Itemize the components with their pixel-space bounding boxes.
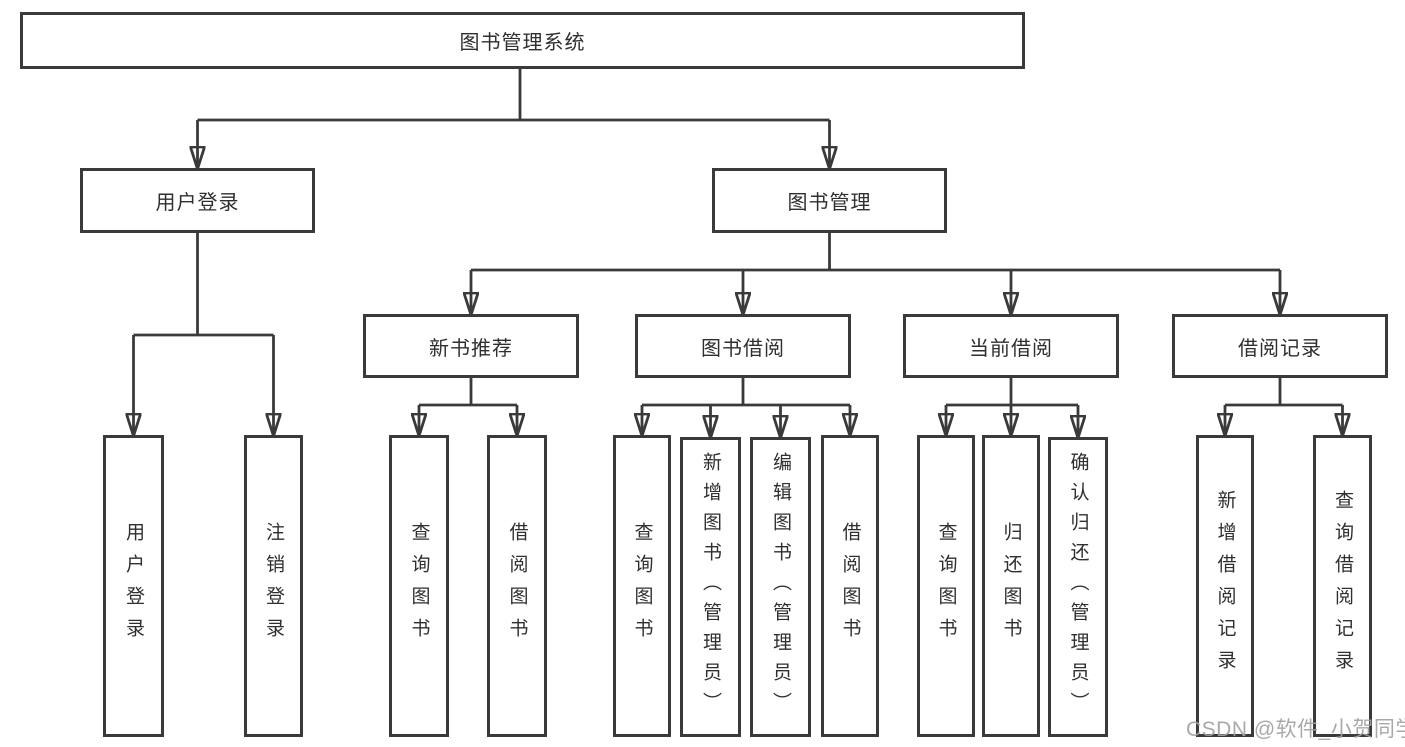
node-current-borrow: 当前借阅	[903, 314, 1119, 378]
leaf-query-books-current: 查询图书	[917, 435, 975, 737]
leaf-edit-books-admin: 编辑图书（管理员）	[750, 437, 811, 737]
leaf-add-borrow-record-label: 新增借阅记录	[1214, 490, 1236, 682]
csdn-watermark: CSDN @软件_小贺同学	[1186, 718, 1405, 741]
leaf-confirm-return-admin: 确认归还（管理员）	[1048, 437, 1108, 737]
node-borrow-records: 借阅记录	[1172, 314, 1388, 378]
leaf-add-books-admin: 新增图书（管理员）	[680, 437, 741, 737]
leaf-query-borrow-record: 查询借阅记录	[1313, 435, 1372, 737]
leaf-confirm-return-admin-label: 确认归还（管理员）	[1067, 452, 1089, 722]
leaf-user-login: 用户登录	[103, 435, 164, 737]
node-book-management: 图书管理	[712, 168, 947, 233]
leaf-query-books-current-label: 查询图书	[935, 522, 957, 650]
leaf-borrow-books: 借阅图书	[821, 435, 879, 737]
leaf-add-books-admin-label: 新增图书（管理员）	[700, 452, 721, 722]
node-user-login: 用户登录	[80, 168, 315, 233]
node-new-book-recommend: 新书推荐	[363, 314, 579, 378]
leaf-edit-books-admin-label: 编辑图书（管理员）	[770, 452, 791, 722]
leaf-user-login-label: 用户登录	[123, 522, 144, 650]
leaf-query-books-recommend: 查询图书	[389, 435, 449, 737]
leaf-return-books: 归还图书	[982, 435, 1040, 737]
leaf-query-books-borrow: 查询图书	[613, 435, 671, 737]
node-library-system: 图书管理系统	[20, 12, 1025, 69]
node-book-borrow: 图书借阅	[635, 314, 851, 378]
leaf-return-books-label: 归还图书	[1000, 522, 1022, 650]
leaf-query-books-borrow-label: 查询图书	[631, 522, 653, 650]
leaf-borrow-books-label: 借阅图书	[839, 522, 861, 650]
leaf-logout-label: 注销登录	[263, 522, 284, 650]
leaf-borrow-books-recommend-label: 借阅图书	[506, 522, 528, 650]
leaf-query-borrow-record-label: 查询借阅记录	[1332, 490, 1353, 682]
leaf-add-borrow-record: 新增借阅记录	[1196, 435, 1254, 737]
leaf-query-books-recommend-label: 查询图书	[408, 522, 430, 650]
leaf-logout: 注销登录	[244, 435, 303, 737]
leaf-borrow-books-recommend: 借阅图书	[487, 435, 547, 737]
